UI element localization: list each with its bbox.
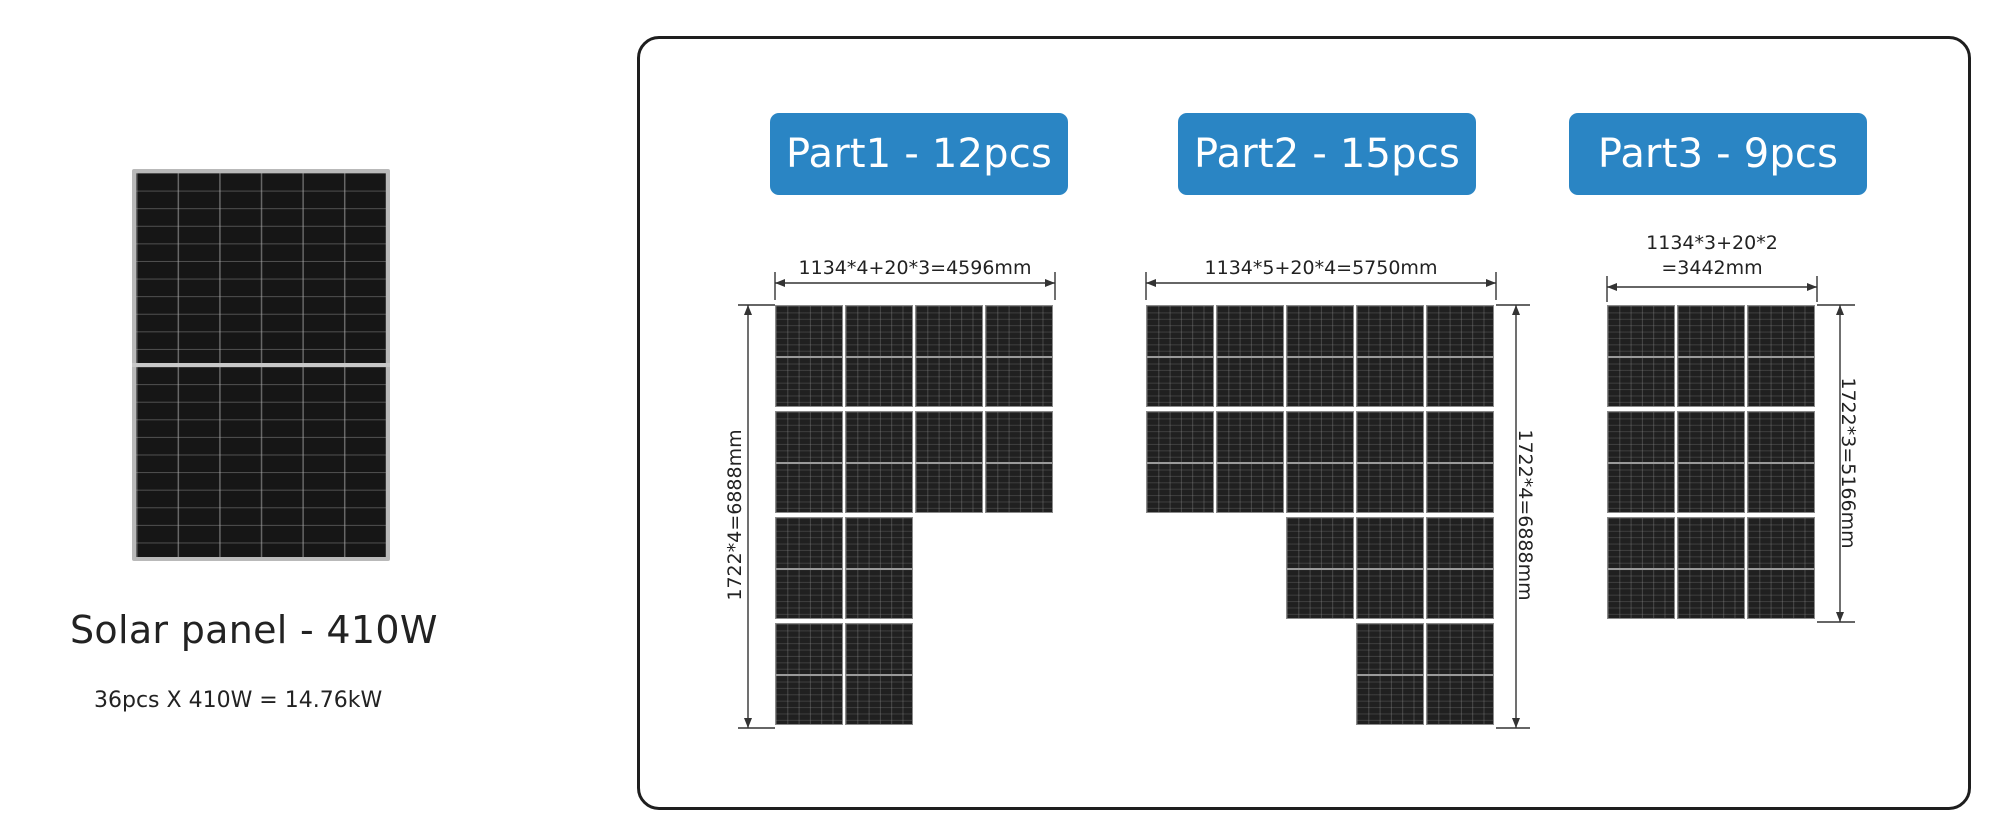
panel-junction-line <box>1427 356 1493 358</box>
part3-width-label-line2: =3442mm <box>1661 257 1763 279</box>
part1-panel <box>775 305 843 407</box>
panel-junction-line <box>1748 356 1814 358</box>
panel-junction-line <box>776 568 842 570</box>
part2-panel <box>1146 411 1214 513</box>
panel-junction-line <box>846 674 912 676</box>
panel-junction-line <box>1287 462 1353 464</box>
panel-junction-line <box>1678 356 1744 358</box>
panel-junction-line <box>1217 462 1283 464</box>
panel-junction-line <box>986 462 1052 464</box>
panel-junction-line <box>1357 356 1423 358</box>
panel-junction-line <box>1147 356 1213 358</box>
panel-junction-line <box>1678 568 1744 570</box>
part1-badge: Part1 - 12pcs <box>770 113 1068 195</box>
panel-junction-line <box>1608 568 1674 570</box>
panel-junction-line <box>846 462 912 464</box>
part3-height-label: 1722*3=5166mm <box>1837 377 1859 549</box>
part3-panel <box>1677 305 1745 407</box>
panel-junction-line <box>1357 462 1423 464</box>
part1-panel <box>775 411 843 513</box>
part2-panel <box>1426 411 1494 513</box>
part1-panel <box>985 411 1053 513</box>
panel-junction-line <box>1608 462 1674 464</box>
part3-panel <box>1747 411 1815 513</box>
part2-panel <box>1426 305 1494 407</box>
panel-junction-line <box>1357 568 1423 570</box>
panel-junction-line <box>1427 462 1493 464</box>
panel-junction-line <box>1748 568 1814 570</box>
panel-junction-line <box>776 462 842 464</box>
panel-junction-line <box>986 356 1052 358</box>
part2-height-label: 1722*4=6888mm <box>1514 429 1536 601</box>
part1-panel <box>775 623 843 725</box>
part3-badge: Part3 - 9pcs <box>1569 113 1867 195</box>
part3-panel <box>1607 517 1675 619</box>
part3-panel <box>1747 517 1815 619</box>
layout-frame <box>637 36 1971 810</box>
part1-panel <box>915 411 983 513</box>
panel-junction-line <box>916 462 982 464</box>
panel-junction-line <box>846 356 912 358</box>
part1-panel <box>985 305 1053 407</box>
panel-junction-line <box>1427 674 1493 676</box>
part2-panel <box>1216 305 1284 407</box>
solar-panel-junction-line <box>132 363 390 367</box>
panel-junction-line <box>776 356 842 358</box>
part2-panel <box>1286 517 1354 619</box>
panel-junction-line <box>1748 462 1814 464</box>
part2-badge: Part2 - 15pcs <box>1178 113 1476 195</box>
part2-panel <box>1216 411 1284 513</box>
product-summary: 36pcs X 410W = 14.76kW <box>94 688 383 713</box>
panel-junction-line <box>776 674 842 676</box>
part3-panel <box>1747 305 1815 407</box>
product-title: Solar panel - 410W <box>70 608 438 652</box>
panel-junction-line <box>1147 462 1213 464</box>
part1-panel <box>845 623 913 725</box>
panel-junction-line <box>916 356 982 358</box>
part1-panel <box>845 411 913 513</box>
part3-width-label-line1: 1134*3+20*2 <box>1646 232 1778 254</box>
part2-panel <box>1356 623 1424 725</box>
panel-junction-line <box>1357 674 1423 676</box>
panel-junction-line <box>1287 568 1353 570</box>
solar-panel-image <box>132 169 390 561</box>
part3-panel <box>1677 517 1745 619</box>
part2-panel <box>1356 411 1424 513</box>
part1-height-label: 1722*4=6888mm <box>724 429 746 601</box>
panel-junction-line <box>1427 568 1493 570</box>
panel-junction-line <box>1287 356 1353 358</box>
part2-panel <box>1426 623 1494 725</box>
panel-junction-line <box>1217 356 1283 358</box>
panel-junction-line <box>1608 356 1674 358</box>
part3-panel <box>1607 411 1675 513</box>
part1-panel <box>845 517 913 619</box>
part1-panel <box>915 305 983 407</box>
part2-panel <box>1426 517 1494 619</box>
part2-panel <box>1356 305 1424 407</box>
panel-junction-line <box>1678 462 1744 464</box>
part2-width-label: 1134*5+20*4=5750mm <box>1204 257 1438 279</box>
part2-panel <box>1146 305 1214 407</box>
part1-width-label: 1134*4+20*3=4596mm <box>798 257 1032 279</box>
part2-panel <box>1286 411 1354 513</box>
part1-panel <box>845 305 913 407</box>
part2-panel <box>1356 517 1424 619</box>
panel-junction-line <box>846 568 912 570</box>
part2-panel <box>1286 305 1354 407</box>
part1-panel <box>775 517 843 619</box>
part3-panel <box>1677 411 1745 513</box>
part3-panel <box>1607 305 1675 407</box>
